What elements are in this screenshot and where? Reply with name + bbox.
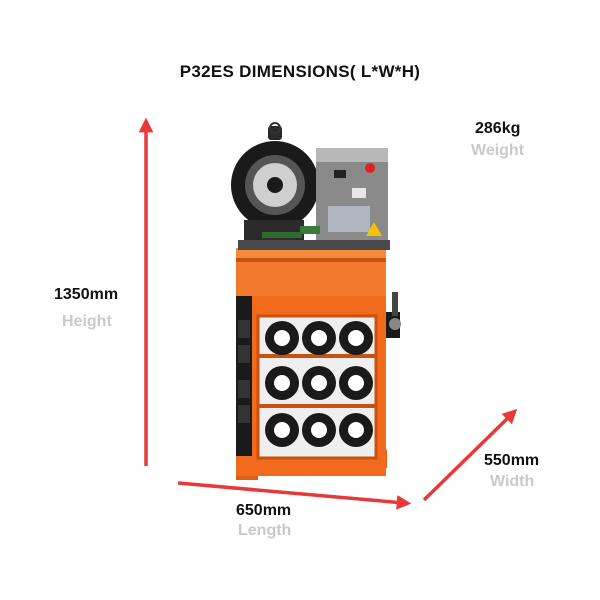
width-label: Width (490, 473, 535, 490)
diagonal-arrow-icon (422, 408, 518, 502)
width-value: 550mm (484, 452, 540, 469)
height-value: 1350mm (54, 286, 119, 303)
right-arrow-icon (177, 481, 412, 510)
weight-value: 286kg (475, 120, 521, 137)
page-title: P32ES DIMENSIONS( L*W*H) (179, 62, 421, 81)
length-value: 650mm (236, 502, 292, 519)
height-label: Height (62, 313, 112, 330)
weight-label: Weight (471, 142, 525, 159)
length-label: Length (238, 522, 292, 539)
